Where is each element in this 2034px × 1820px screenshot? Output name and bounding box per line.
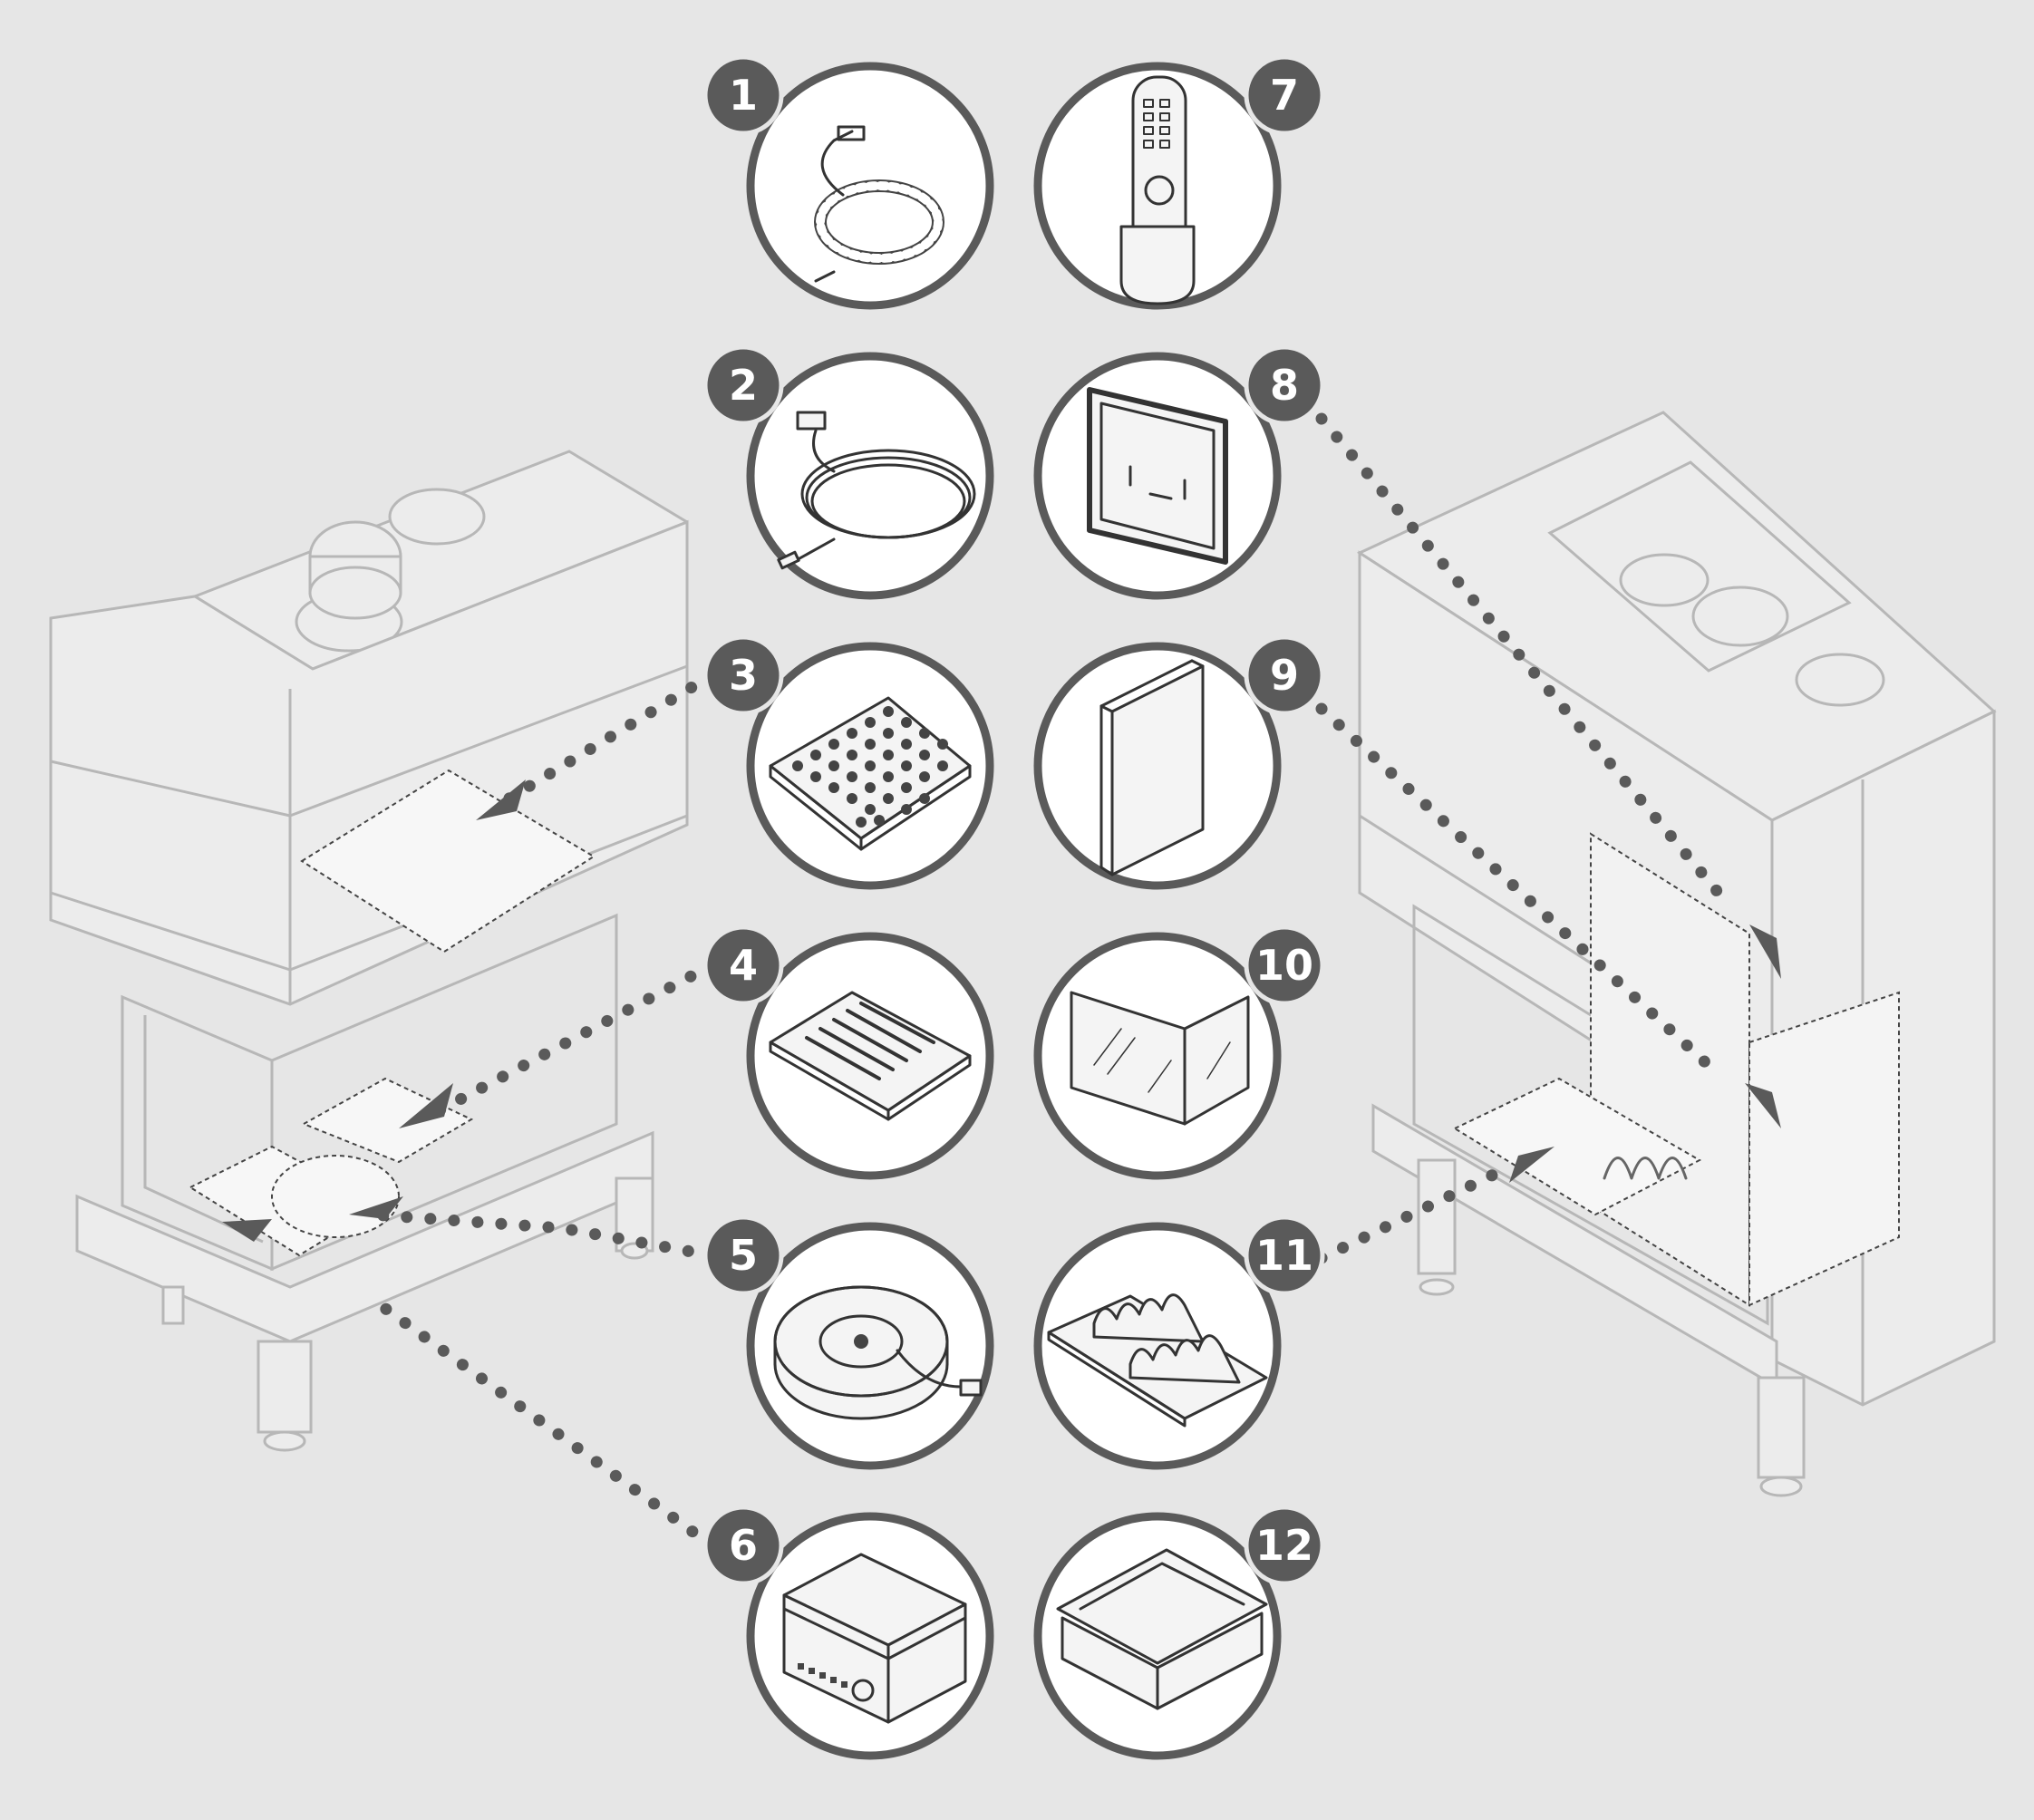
perforated-baffle-plate-icon [769,696,972,851]
remote-control-holder-icon [1119,75,1196,305]
part-3-number: 3 [729,651,758,700]
temperature-sensor-cable-icon [777,411,976,570]
ash-tray-icon [1056,1548,1268,1710]
log-holder-position [1452,1077,1702,1216]
part-7-number: 7 [1270,71,1299,120]
log-holder-plate-icon [1047,1293,1268,1428]
part-9-badge: 9 [1244,634,1325,716]
part-2: 2 [702,344,994,600]
part-2-number: 2 [729,361,758,410]
part-11: 11 [1033,1215,1325,1470]
part-2-badge: 2 [702,344,784,426]
part-3-badge: 3 [702,634,784,716]
part-5-number: 5 [729,1231,758,1280]
front-panel-frame-icon [1087,387,1228,565]
part-12: 12 [1033,1505,1325,1760]
part-4-number: 4 [729,941,758,990]
part-10-number: 10 [1255,941,1313,990]
grate-plate-position [301,1077,474,1164]
part-1-badge: 1 [702,54,784,136]
part-8-number: 8 [1270,361,1299,410]
right-fireplace-drawing [1356,411,1997,1497]
corner-glass-position [1748,991,1900,1307]
heating-cable-coil-icon [814,125,944,283]
part-4-badge: 4 [702,925,784,1006]
slotted-grate-plate-icon [769,991,972,1121]
part-12-badge: 12 [1244,1505,1325,1586]
connector-lines [222,412,1781,1552]
corner-glass-icon [1070,991,1250,1126]
radial-fan-icon [773,1285,983,1420]
part-1: 1 [702,54,994,310]
part-9-number: 9 [1270,651,1299,700]
part-5: 5 [702,1215,994,1470]
part-6-number: 6 [729,1521,758,1570]
control-box-icon [782,1553,967,1724]
part-7-badge: 7 [1244,54,1325,136]
baffle-plate-position [300,769,596,954]
part-3: 3 [702,634,994,890]
part-10: 10 [1033,925,1325,1180]
glass-panel-icon [1099,659,1205,876]
part-6-badge: 6 [702,1505,784,1586]
part-11-number: 11 [1255,1231,1313,1280]
part-12-number: 12 [1255,1521,1313,1570]
part-4: 4 [702,925,994,1180]
part-7: 7 [1033,54,1325,310]
part-5-badge: 5 [702,1215,784,1296]
part-6: 6 [702,1505,994,1760]
part-1-number: 1 [729,71,758,120]
part-11-badge: 11 [1244,1215,1325,1296]
part-8-badge: 8 [1244,344,1325,426]
part-9: 9 [1033,634,1325,890]
part-8: 8 [1033,344,1325,600]
part-10-badge: 10 [1244,925,1325,1006]
left-fireplace-drawing [49,450,689,1452]
